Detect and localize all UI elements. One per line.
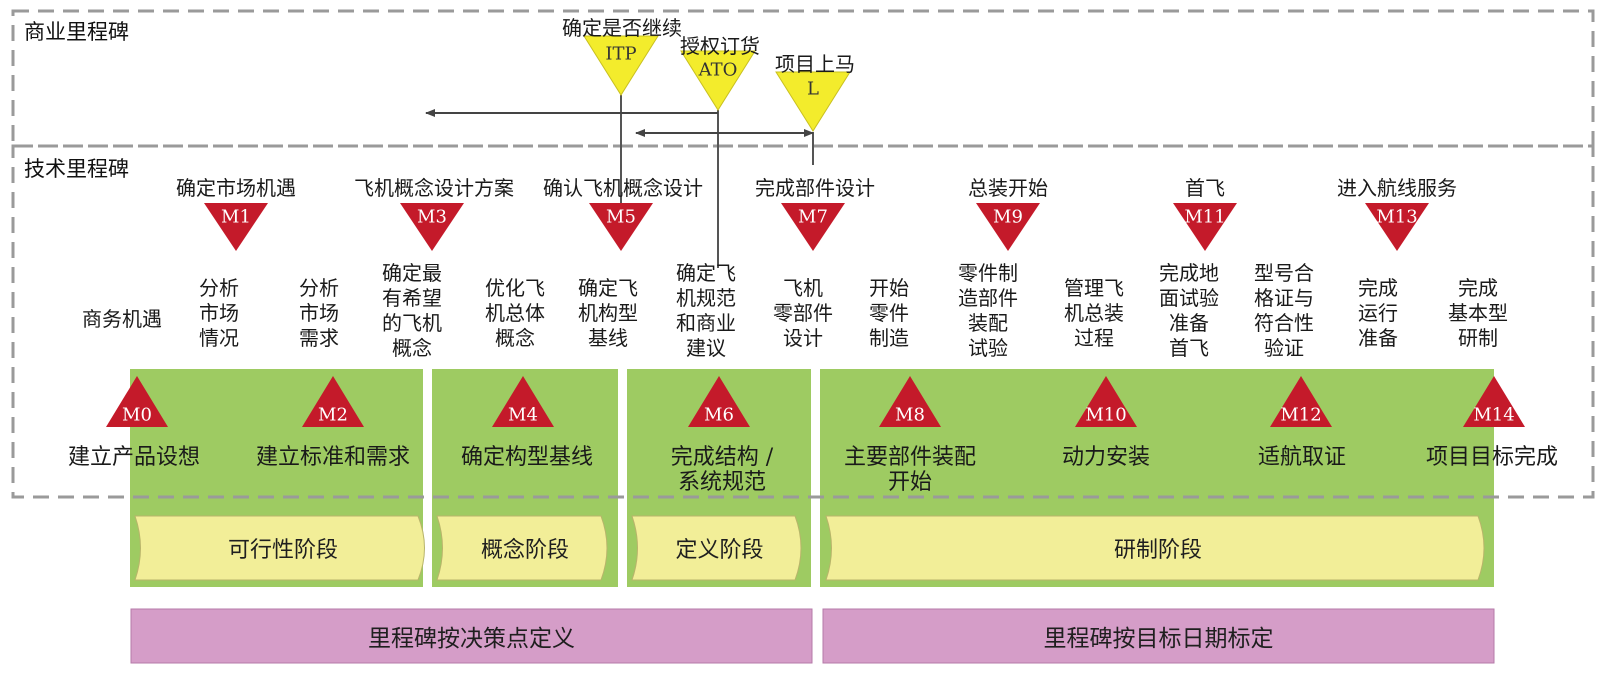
activity-text-14: 完成 运行 准备 bbox=[1358, 276, 1398, 350]
milestone-m6-marker bbox=[688, 376, 750, 427]
milestone-l-marker bbox=[775, 71, 851, 132]
activity-text-11: 管理飞 机总装 过程 bbox=[1064, 276, 1124, 350]
milestone-m4-label: 确定构型基线 bbox=[460, 445, 594, 470]
milestone-m8-label: 主要部件装配 开始 bbox=[843, 445, 977, 495]
milestone-l-code: L bbox=[807, 78, 819, 100]
milestone-m11-code: M11 bbox=[1184, 206, 1226, 228]
milestone-m6-label: 完成结构 / 系统规范 bbox=[670, 445, 774, 495]
milestone-m9-title: 总装开始 bbox=[968, 176, 1048, 200]
technical-section-title: 技术里程碑 bbox=[24, 157, 129, 181]
milestone-m8-marker bbox=[879, 376, 941, 427]
milestone-m0-label: 建立产品设想 bbox=[67, 445, 201, 470]
phase-shape-concept bbox=[436, 515, 608, 581]
milestone-m6-code: M6 bbox=[704, 404, 734, 426]
milestone-m13-marker bbox=[1365, 203, 1429, 251]
band-decision bbox=[130, 608, 813, 664]
milestone-m12-label: 适航取证 bbox=[1257, 445, 1347, 470]
activity-text-5: 优化飞 机总体 概念 bbox=[485, 276, 545, 350]
milestone-m0-marker bbox=[106, 376, 168, 427]
milestone-m1-title: 确定市场机遇 bbox=[176, 176, 296, 200]
band-target-date bbox=[822, 608, 1495, 664]
activity-text-8: 飞机 零部件 设计 bbox=[773, 276, 833, 350]
milestone-l-title: 项目上马 bbox=[775, 52, 855, 76]
milestone-m12-code: M12 bbox=[1280, 404, 1322, 426]
phase-development-label: 研制阶段 bbox=[1113, 538, 1202, 563]
milestone-m10-label: 动力安装 bbox=[1061, 445, 1151, 470]
milestone-m5-code: M5 bbox=[606, 206, 636, 228]
milestone-m2-code: M2 bbox=[318, 404, 348, 426]
phase-shape-development bbox=[825, 515, 1485, 581]
milestone-m0-code: M0 bbox=[122, 404, 152, 426]
activity-text-6: 确定飞 机构型 基线 bbox=[578, 276, 638, 350]
activity-text-4: 确定最 有希望 的飞机 概念 bbox=[382, 261, 442, 360]
phase-shape-feasibility bbox=[134, 515, 425, 581]
milestone-m11-title: 首飞 bbox=[1185, 176, 1225, 200]
milestone-m9-code: M9 bbox=[993, 206, 1023, 228]
milestone-m14-code: M14 bbox=[1473, 404, 1515, 426]
milestone-m2-label: 建立标准和需求 bbox=[255, 445, 411, 470]
technical-section-box bbox=[11, 144, 1595, 499]
phase-concept-label: 概念阶段 bbox=[480, 538, 569, 563]
milestone-itp-marker bbox=[583, 35, 659, 96]
milestone-m13-code: M13 bbox=[1376, 206, 1418, 228]
activity-text-12: 完成地 面试验 准备 首飞 bbox=[1159, 261, 1219, 360]
milestone-m9-marker bbox=[976, 203, 1040, 251]
phase-shape-definition bbox=[631, 515, 802, 581]
milestone-ato-code: ATO bbox=[698, 59, 738, 81]
milestone-m4-code: M4 bbox=[508, 404, 538, 426]
activity-text-15: 完成 基本型 研制 bbox=[1448, 276, 1508, 350]
band-target-date-label: 里程碑按目标日期标定 bbox=[1043, 626, 1274, 652]
milestone-m5-marker bbox=[589, 203, 653, 251]
business-section-title: 商业里程碑 bbox=[24, 20, 129, 44]
phase-definition-label: 定义阶段 bbox=[675, 538, 764, 563]
band-decision-label: 里程碑按决策点定义 bbox=[368, 626, 575, 652]
milestone-ato-marker bbox=[680, 50, 756, 111]
milestone-m7-title: 完成部件设计 bbox=[755, 176, 875, 200]
activity-text-2: 分析 市场 情况 bbox=[199, 276, 239, 350]
activity-text-13: 型号合 格证与 符合性 验证 bbox=[1254, 261, 1314, 360]
activity-text-10: 零件制 造部件 装配 试验 bbox=[958, 261, 1018, 360]
milestone-ato-title: 授权订货 bbox=[680, 34, 760, 58]
milestone-m10-marker bbox=[1075, 376, 1137, 427]
milestone-m4-marker bbox=[492, 376, 554, 427]
milestone-m3-marker bbox=[400, 203, 464, 251]
milestone-itp-title: 确定是否继续 bbox=[562, 16, 682, 40]
activity-text-7: 确定飞 机规范 和商业 建议 bbox=[676, 261, 736, 360]
milestone-m14-label: 项目目标完成 bbox=[1425, 445, 1559, 470]
milestone-m11-marker bbox=[1173, 203, 1237, 251]
phase-feasibility-label: 可行性阶段 bbox=[227, 538, 338, 563]
milestone-m5-title: 确认飞机概念设计 bbox=[543, 176, 703, 200]
milestone-m14-marker bbox=[1463, 376, 1525, 427]
activity-text-1: 商务机遇 bbox=[82, 307, 162, 331]
milestone-m1-marker bbox=[204, 203, 268, 251]
milestone-m3-code: M3 bbox=[417, 206, 447, 228]
milestone-m2-marker bbox=[302, 376, 364, 427]
milestone-m7-code: M7 bbox=[798, 206, 828, 228]
activity-text-9: 开始 零件 制造 bbox=[869, 276, 909, 350]
milestone-itp-code: ITP bbox=[605, 43, 637, 65]
milestone-m7-marker bbox=[781, 203, 845, 251]
milestone-m12-marker bbox=[1270, 376, 1332, 427]
milestone-m13-title: 进入航线服务 bbox=[1337, 176, 1457, 200]
milestone-m8-code: M8 bbox=[895, 404, 925, 426]
milestone-m3-title: 飞机概念设计方案 bbox=[354, 176, 514, 200]
activity-text-3: 分析 市场 需求 bbox=[299, 276, 339, 350]
milestone-m10-code: M10 bbox=[1085, 404, 1127, 426]
milestone-m1-code: M1 bbox=[221, 206, 251, 228]
